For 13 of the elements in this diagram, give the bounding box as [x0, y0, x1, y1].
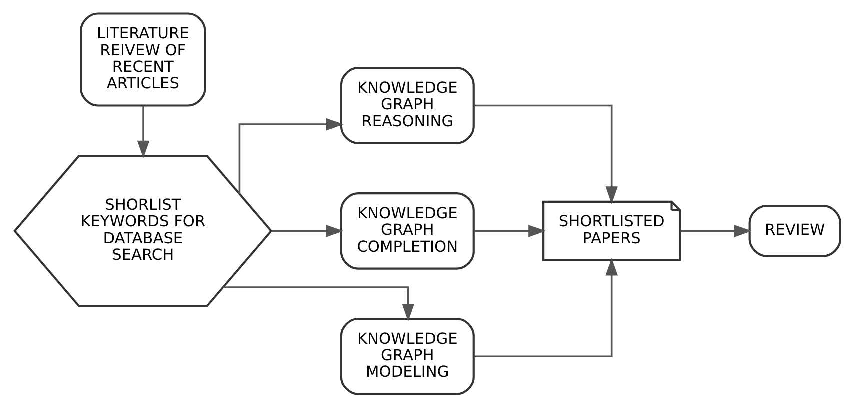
- node-box: LITERATURE REIVEW OF RECENT ARTICLES: [80, 12, 206, 107]
- arrow: [272, 225, 344, 238]
- node-box: KNOWLEDGE GRAPH MODELING: [340, 318, 475, 396]
- node-box: KNOWLEDGE GRAPH REASONING: [340, 67, 475, 144]
- arrow: [223, 286, 415, 322]
- arrow: [238, 118, 344, 194]
- arrow: [680, 225, 752, 238]
- node-box: REVIEW: [748, 205, 842, 258]
- node-box: KNOWLEDGE GRAPH COMPLETION: [340, 192, 475, 270]
- arrow: [137, 106, 150, 158]
- arrow: [474, 225, 546, 238]
- arrow: [474, 104, 618, 204]
- arrow: [474, 258, 618, 358]
